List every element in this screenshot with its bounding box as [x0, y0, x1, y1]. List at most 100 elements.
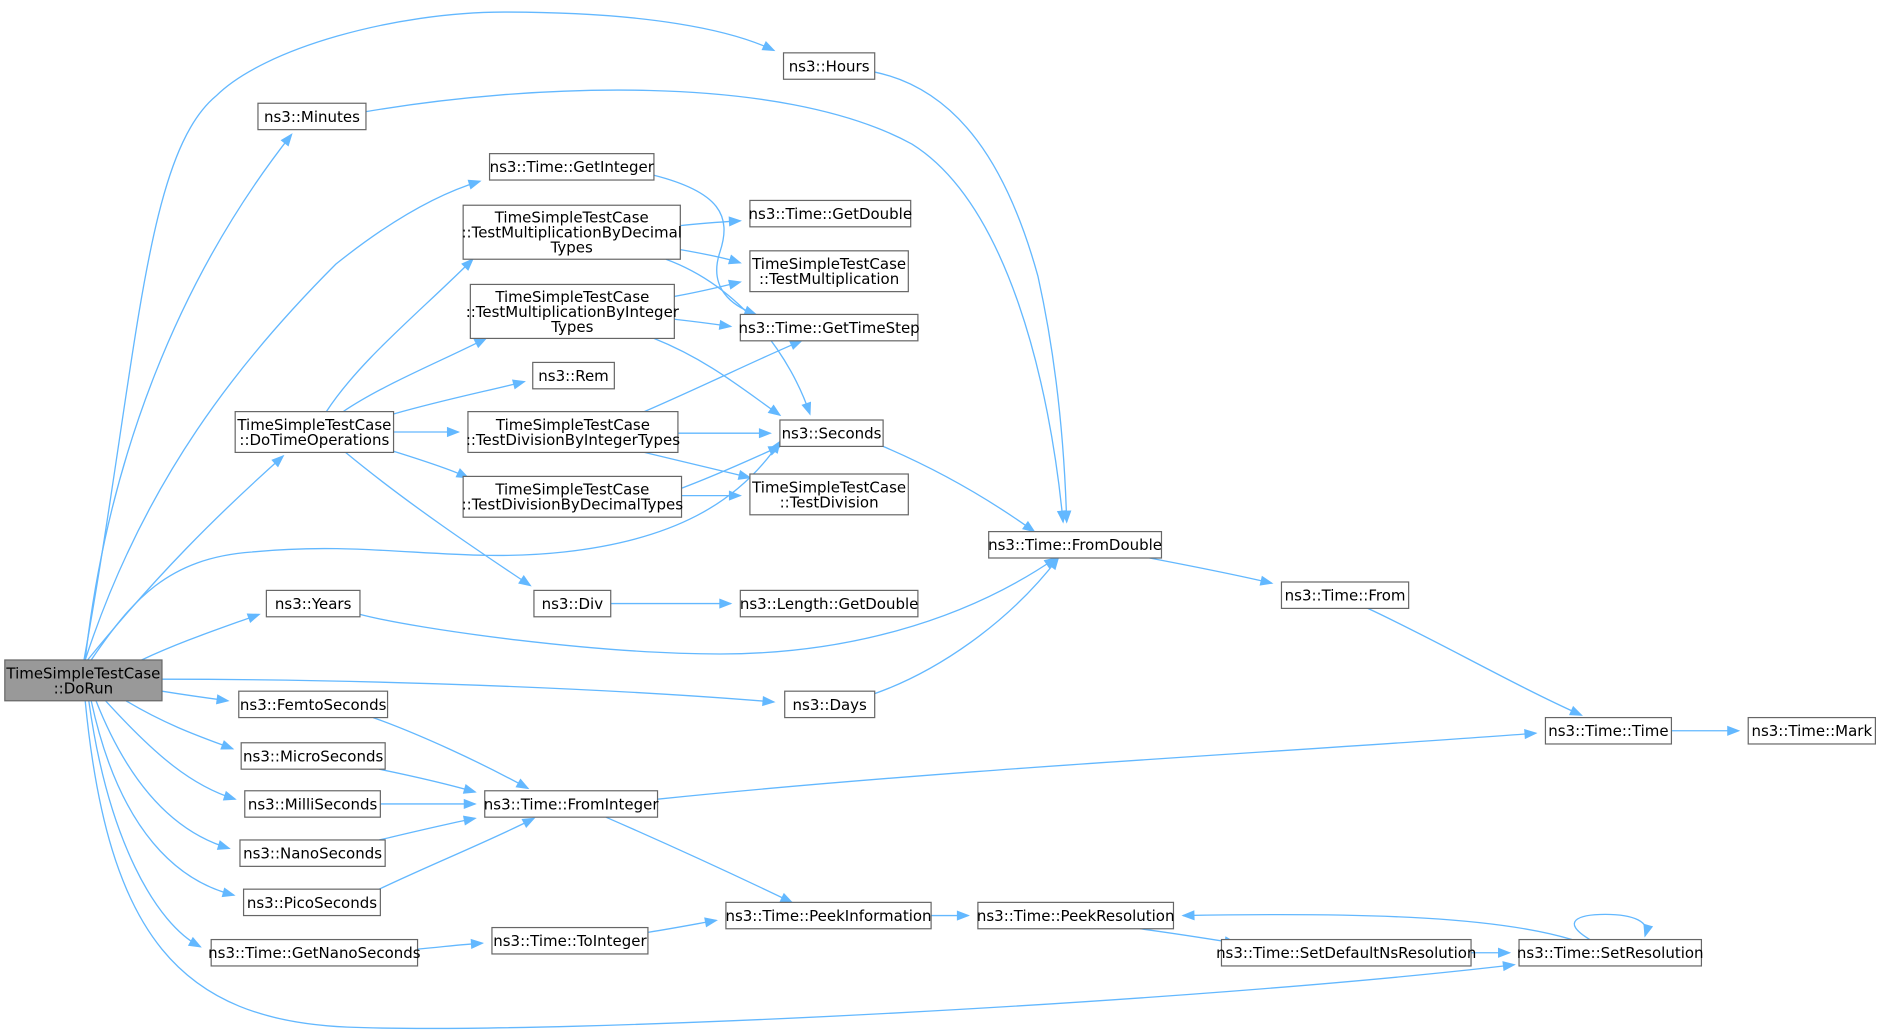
- arrowhead: [220, 740, 235, 750]
- node-hours[interactable]: ns3::Hours: [782, 52, 876, 80]
- node-label: ns3::Div: [542, 595, 604, 613]
- arrowhead: [761, 41, 776, 52]
- node-box: [462, 204, 681, 260]
- edge-micro-frominteger: [379, 768, 477, 794]
- node-getdouble[interactable]: ns3::Time::GetDouble: [749, 199, 913, 228]
- edge-peekinfo-peekres: [931, 910, 970, 921]
- node-div[interactable]: ns3::Div: [533, 589, 612, 618]
- edge-line: [378, 817, 535, 890]
- node-box: [1544, 716, 1673, 745]
- node-box: [739, 313, 919, 342]
- arrowhead: [521, 817, 536, 829]
- node-box: [1518, 938, 1703, 967]
- edge-dotimeops-testdivdec: [393, 450, 470, 479]
- edge-line: [84, 134, 293, 661]
- node-box: [779, 419, 884, 448]
- arrowhead: [762, 696, 776, 707]
- node-label: ns3::MilliSeconds: [248, 795, 378, 813]
- node-box: [739, 589, 919, 618]
- arrowhead: [1056, 510, 1068, 524]
- node-testmul[interactable]: TimeSimpleTestCase::TestMultiplication: [749, 250, 909, 293]
- arrowhead: [767, 404, 782, 417]
- node-label: ns3::Length::GetDouble: [740, 595, 919, 613]
- edge-dotimeops-testmulint: [342, 337, 488, 413]
- edge-testmuldec-getdouble: [680, 216, 742, 227]
- node-dorun[interactable]: TimeSimpleTestCase::DoRun: [4, 659, 163, 702]
- arrowhead: [470, 938, 485, 949]
- node-label: ns3::Hours: [789, 57, 870, 75]
- node-box: [782, 52, 876, 80]
- edge-line: [653, 337, 781, 416]
- edge-testdivdec-testdiv: [681, 490, 742, 501]
- edge-div-lengthgetdouble: [610, 598, 733, 609]
- node-years[interactable]: ns3::Years: [265, 589, 361, 618]
- node-label: TimeSimpleTestCase: [5, 664, 160, 682]
- edge-pico-frominteger: [378, 817, 536, 890]
- node-box: [265, 589, 361, 618]
- edge-line: [359, 557, 1057, 655]
- edge-dorun-years: [141, 613, 261, 661]
- node-setdefault[interactable]: ns3::Time::SetDefaultNsResolution: [1216, 938, 1476, 967]
- arrowhead: [1502, 961, 1516, 972]
- edge-testmulint-gettimestep: [674, 318, 733, 330]
- arrowhead: [758, 428, 772, 439]
- node-label: ::DoRun: [54, 679, 114, 697]
- node-testmulint[interactable]: TimeSimpleTestCase::TestMultiplicationBy…: [466, 283, 680, 340]
- arrowhead: [512, 379, 526, 390]
- arrowhead: [727, 254, 742, 265]
- node-peekres[interactable]: ns3::Time::PeekResolution: [977, 901, 1175, 930]
- node-label: ns3::PicoSeconds: [247, 894, 377, 912]
- edge-line: [882, 445, 1035, 533]
- arrowhead: [779, 892, 794, 904]
- call-graph-edges: [83, 11, 1741, 1030]
- arrowhead: [187, 936, 202, 948]
- node-gettimestep[interactable]: ns3::Time::GetTimeStep: [739, 313, 920, 342]
- arrowhead: [462, 784, 477, 794]
- edge-fromdouble-from: [1149, 557, 1274, 586]
- edge-line: [87, 455, 284, 661]
- arrowhead: [1022, 520, 1036, 533]
- node-frominteger[interactable]: ns3::Time::FromInteger: [484, 790, 660, 818]
- arrowhead: [446, 426, 461, 438]
- edge-line: [1573, 913, 1647, 941]
- edge-line: [125, 700, 234, 750]
- node-mark[interactable]: ns3::Time::Mark: [1747, 716, 1877, 745]
- edge-time-mark: [1671, 725, 1741, 736]
- edge-line: [1149, 557, 1273, 584]
- edge-line: [342, 337, 487, 413]
- node-testdiv[interactable]: TimeSimpleTestCase::TestDivision: [749, 473, 909, 516]
- node-dotimeops[interactable]: TimeSimpleTestCase::DoTimeOperations: [234, 411, 395, 454]
- node-testdivdec[interactable]: TimeSimpleTestCase::TestDivisionByDecima…: [462, 475, 684, 518]
- node-label: ::DoTimeOperations: [239, 431, 389, 449]
- node-getnano[interactable]: ns3::Time::GetNanoSeconds: [208, 938, 421, 967]
- node-from[interactable]: ns3::Time::From: [1280, 581, 1410, 609]
- node-setres[interactable]: ns3::Time::SetResolution: [1517, 938, 1704, 967]
- node-nano[interactable]: ns3::NanoSeconds: [239, 839, 386, 867]
- node-testmuldec[interactable]: TimeSimpleTestCase::TestMultiplicationBy…: [462, 204, 682, 260]
- edge-dorun-pico: [90, 700, 236, 898]
- node-label: ns3::Time::SetResolution: [1517, 944, 1704, 962]
- node-getinteger[interactable]: ns3::Time::GetInteger: [488, 153, 655, 181]
- arrowhead: [737, 470, 752, 480]
- node-milli[interactable]: ns3::MilliSeconds: [244, 790, 381, 818]
- node-pico[interactable]: ns3::PicoSeconds: [242, 888, 381, 917]
- node-seconds[interactable]: ns3::Seconds: [779, 419, 884, 448]
- node-tointeger[interactable]: ns3::Time::ToInteger: [491, 926, 649, 955]
- node-micro[interactable]: ns3::MicroSeconds: [240, 742, 386, 770]
- node-label: ns3::Minutes: [264, 108, 360, 126]
- node-peekinfo[interactable]: ns3::Time::PeekInformation: [725, 901, 932, 930]
- node-days[interactable]: ns3::Days: [784, 690, 876, 719]
- node-testdivint[interactable]: TimeSimpleTestCase::TestDivisionByIntege…: [466, 411, 680, 454]
- edge-dorun-getinteger: [84, 179, 482, 661]
- edge-dotimeops-div: [345, 451, 532, 587]
- node-lengthgetdouble[interactable]: ns3::Length::GetDouble: [739, 589, 919, 618]
- node-rem[interactable]: ns3::Rem: [532, 361, 615, 390]
- arrowhead: [767, 445, 782, 456]
- arrowhead: [463, 798, 477, 810]
- node-femto[interactable]: ns3::FemtoSeconds: [238, 690, 389, 719]
- node-time[interactable]: ns3::Time::Time: [1544, 716, 1673, 745]
- edge-line: [874, 71, 1068, 523]
- arrowhead: [728, 216, 742, 227]
- node-fromdouble[interactable]: ns3::Time::FromDouble: [988, 530, 1163, 559]
- node-minutes[interactable]: ns3::Minutes: [257, 102, 367, 131]
